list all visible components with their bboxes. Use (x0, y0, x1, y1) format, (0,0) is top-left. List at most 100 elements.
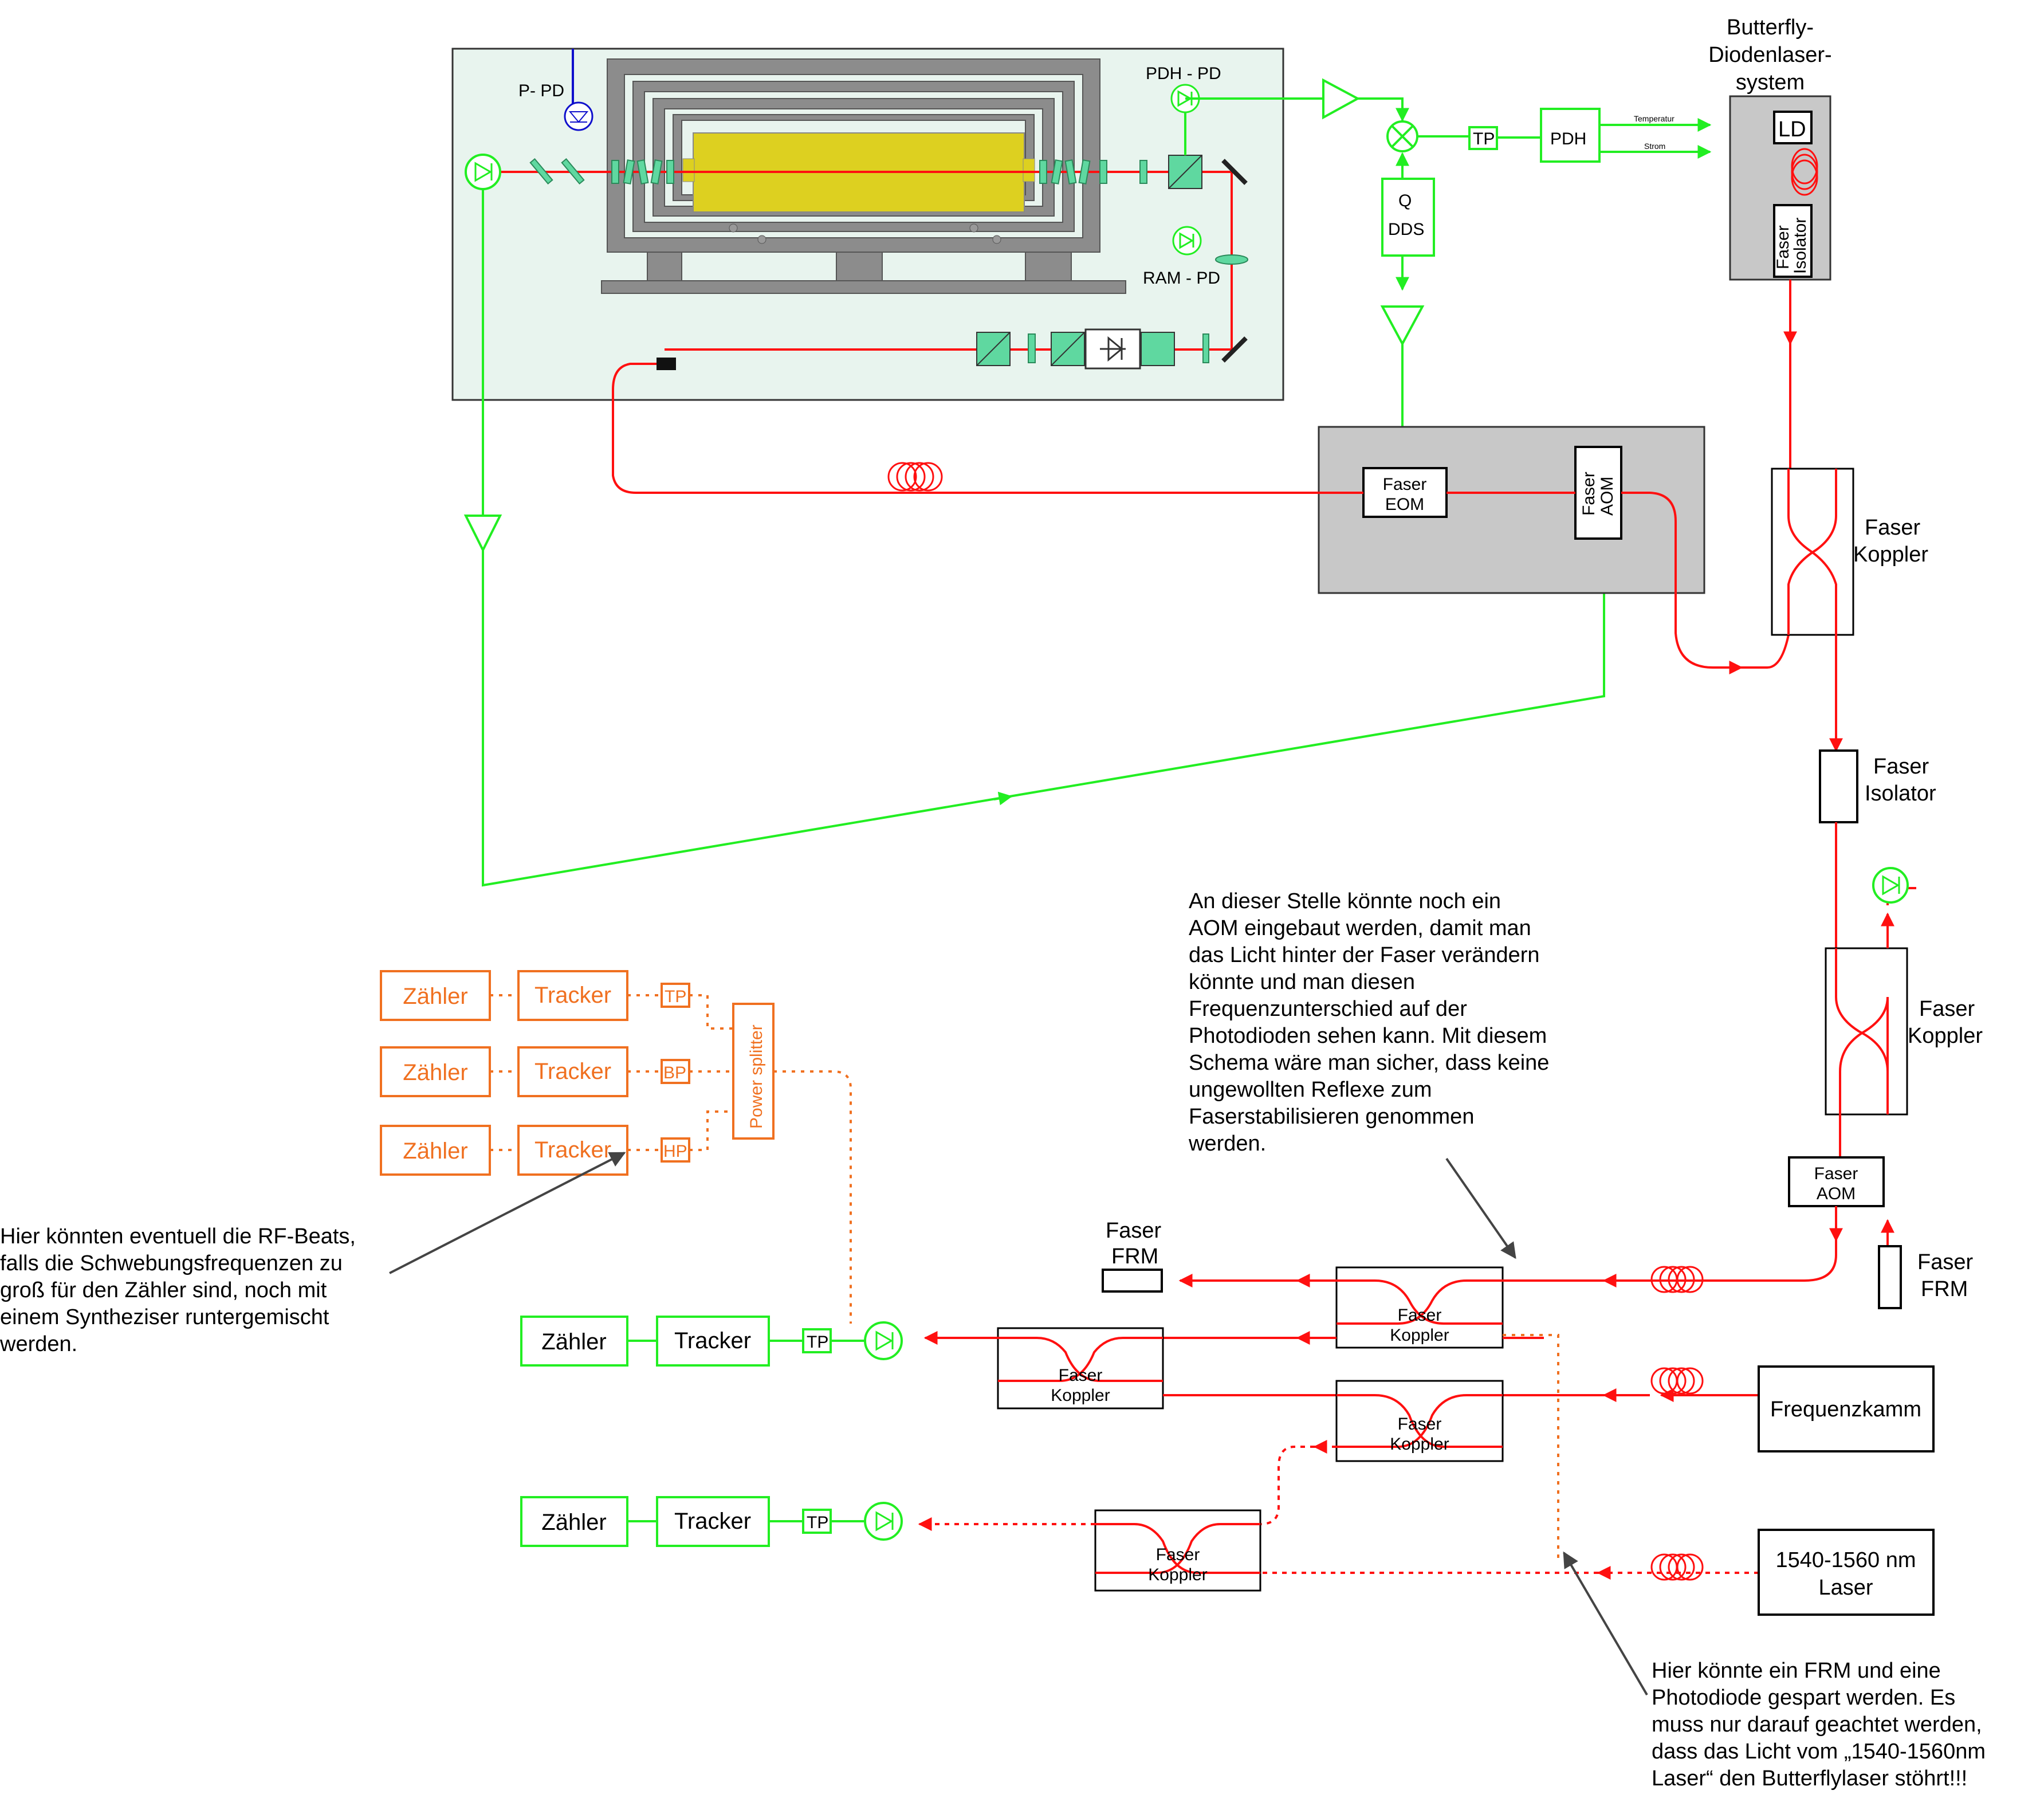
fiber-coil-1-icon (1650, 1266, 1704, 1293)
tracker-orange-3-label: Tracker (534, 1137, 611, 1163)
counter-orange-3 (380, 1125, 491, 1176)
fiber-coil-3-icon (1650, 1553, 1704, 1581)
tracker-orange-2-label: Tracker (534, 1059, 611, 1084)
frm-note-line-2: Photodiode gespart werden. Es (1652, 1686, 1955, 1710)
counter-orange-3-label: Zähler (403, 1138, 467, 1164)
aom-note-line-2: AOM eingebaut werden, damit man (1189, 916, 1531, 940)
fiber-aom-right (1788, 1156, 1885, 1207)
counter-orange-1-label: Zähler (403, 984, 467, 1009)
counter-orange-2 (380, 1046, 491, 1097)
dds-label: DDS (1388, 220, 1424, 239)
tp-orange (661, 983, 690, 1008)
fiber-aom-top-box (1574, 446, 1622, 540)
isolator-right-label-2: Isolator (1865, 782, 1936, 806)
cavity-panel: P- PD PDH - PD RAM - PD (451, 48, 1284, 401)
fiber-coupler-b (997, 1327, 1164, 1410)
laser-system-title-2: Diodenlaser- (1708, 43, 1831, 67)
tracker-green-1-label: Tracker (674, 1328, 751, 1353)
koppler1-label-1: Faser (1865, 516, 1920, 540)
photodiode-green-2-icon (864, 1502, 903, 1541)
transmission-pd-icon (465, 154, 501, 190)
laser-isolator-label-1: Faser (1774, 225, 1793, 269)
counter-green-1-label: Zähler (541, 1329, 606, 1355)
fiber-isolator-right (1819, 749, 1858, 823)
laser-1540-label-1: 1540-1560 nm (1775, 1548, 1916, 1572)
fiber-frm-right (1878, 1245, 1902, 1309)
hp-orange-label: HP (663, 1142, 687, 1161)
pdh-box-label: PDH (1550, 129, 1586, 148)
fiber-coupler-right-1 (1771, 468, 1854, 636)
power-splitter-box (732, 1003, 775, 1140)
aom-note-line-10: werden. (1188, 1132, 1266, 1156)
eom-label-2: EOM (1385, 495, 1424, 514)
fiber-coupler-c (1335, 1380, 1504, 1462)
amplifier-dds-icon (1380, 305, 1425, 347)
rf-note-line-5: werden. (0, 1332, 77, 1356)
laser-system: Butterfly- Diodenlaser- system LD Faser … (1708, 15, 1832, 281)
counter-green-2-label: Zähler (541, 1510, 606, 1535)
ram-pd-label: RAM - PD (1143, 269, 1220, 288)
aom-top-label-1: Faser (1579, 472, 1598, 516)
rf-note: Hier könnten eventuell die RF-Beats, fal… (0, 1224, 356, 1356)
fiber-coil-top-icon (887, 462, 943, 492)
coupler-a-label-2: Koppler (1390, 1326, 1449, 1345)
tp-green-1-label: TP (807, 1333, 828, 1352)
p-pd-label: P- PD (518, 81, 564, 100)
coupler-c-label-2: Koppler (1390, 1435, 1449, 1454)
pdh-pd-label: PDH - PD (1146, 64, 1221, 83)
frm-note: Hier könnte ein FRM und eine Photodiode … (1652, 1659, 1986, 1791)
frm-note-line-5: Laser“ den Butterflylaser stöhrt!!! (1652, 1766, 1967, 1791)
laser-system-title-3: system (1736, 70, 1805, 95)
eom-label-1: Faser (1383, 475, 1427, 494)
frm-right-label-1: Faser (1917, 1250, 1973, 1274)
counter-orange-2-label: Zähler (403, 1060, 467, 1085)
fiber-coupler-a (1335, 1266, 1504, 1349)
temperatur-label: Temperatur (1634, 114, 1674, 123)
fiber-coupler-right-2 (1825, 947, 1908, 1116)
coupler-d-label-2: Koppler (1148, 1565, 1207, 1584)
ram-pd-icon (1172, 226, 1202, 256)
tracker-orange-2 (517, 1046, 628, 1097)
ld-box (1773, 111, 1813, 144)
fiber-frm-left (1102, 1269, 1163, 1293)
q-label: Q (1398, 191, 1412, 210)
aom-note-line-1: An dieser Stelle könnte noch ein (1189, 889, 1501, 913)
counter-orange-1 (380, 970, 491, 1021)
koppler2-label-2: Koppler (1908, 1024, 1983, 1048)
rf-note-line-3: groß für den Zähler sind, noch mit (0, 1278, 327, 1302)
fiber-coil-2-icon (1650, 1367, 1704, 1395)
frm-note-line-3: muss nur darauf geachtet werden, (1652, 1713, 1982, 1737)
q-dds-box (1381, 178, 1435, 257)
hp-orange (661, 1137, 690, 1163)
aom-top-label-2: AOM (1598, 477, 1617, 516)
fiber-coupler-d (1094, 1509, 1261, 1592)
koppler1-label-2: Koppler (1853, 543, 1928, 567)
frm-left-label-2: FRM (1111, 1244, 1158, 1269)
tracker-green-2-label: Tracker (674, 1509, 751, 1534)
aom-note-line-8: ungewollten Reflexe zum (1189, 1078, 1432, 1102)
power-splitter-label: Power splitter (747, 1024, 766, 1129)
aom-note-line-9: Faserstabilisieren genommen (1189, 1105, 1474, 1129)
frm-left-label-1: Faser (1106, 1219, 1161, 1243)
koppler2-label-1: Faser (1919, 997, 1975, 1021)
aom-right-label-2: AOM (1817, 1184, 1856, 1203)
laser-1540-label-2: Laser (1818, 1576, 1873, 1600)
coupler-d-label-1: Faser (1156, 1545, 1200, 1564)
tp-filter-top-label: TP (1473, 129, 1495, 148)
frm-note-line-4: dass das Licht vom „1540-1560nm (1652, 1740, 1986, 1764)
strom-label: Strom (1644, 142, 1665, 151)
bp-orange-label: BP (663, 1063, 686, 1082)
aom-right-label-1: Faser (1814, 1164, 1858, 1183)
rf-note-line-2: falls die Schwebungsfrequenzen zu (0, 1251, 343, 1275)
coupler-a-label-1: Faser (1398, 1306, 1442, 1325)
orange-chain: Zähler Tracker TP Zähler Tracker BP Zähl… (380, 970, 852, 1324)
aom-note-line-7: Schema wäre man sicher, dass keine (1189, 1051, 1549, 1075)
laser-isolator-box (1773, 204, 1813, 278)
ld-label: LD (1778, 117, 1806, 142)
aom-note: An dieser Stelle könnte noch ein AOM ein… (1188, 889, 1549, 1156)
aom-note-line-4: könnte und man diesen (1189, 970, 1415, 994)
fiber-coil-laser-icon (1791, 148, 1818, 196)
laser-system-title-1: Butterfly- (1727, 15, 1814, 40)
photodiode-right-icon (1872, 867, 1909, 904)
